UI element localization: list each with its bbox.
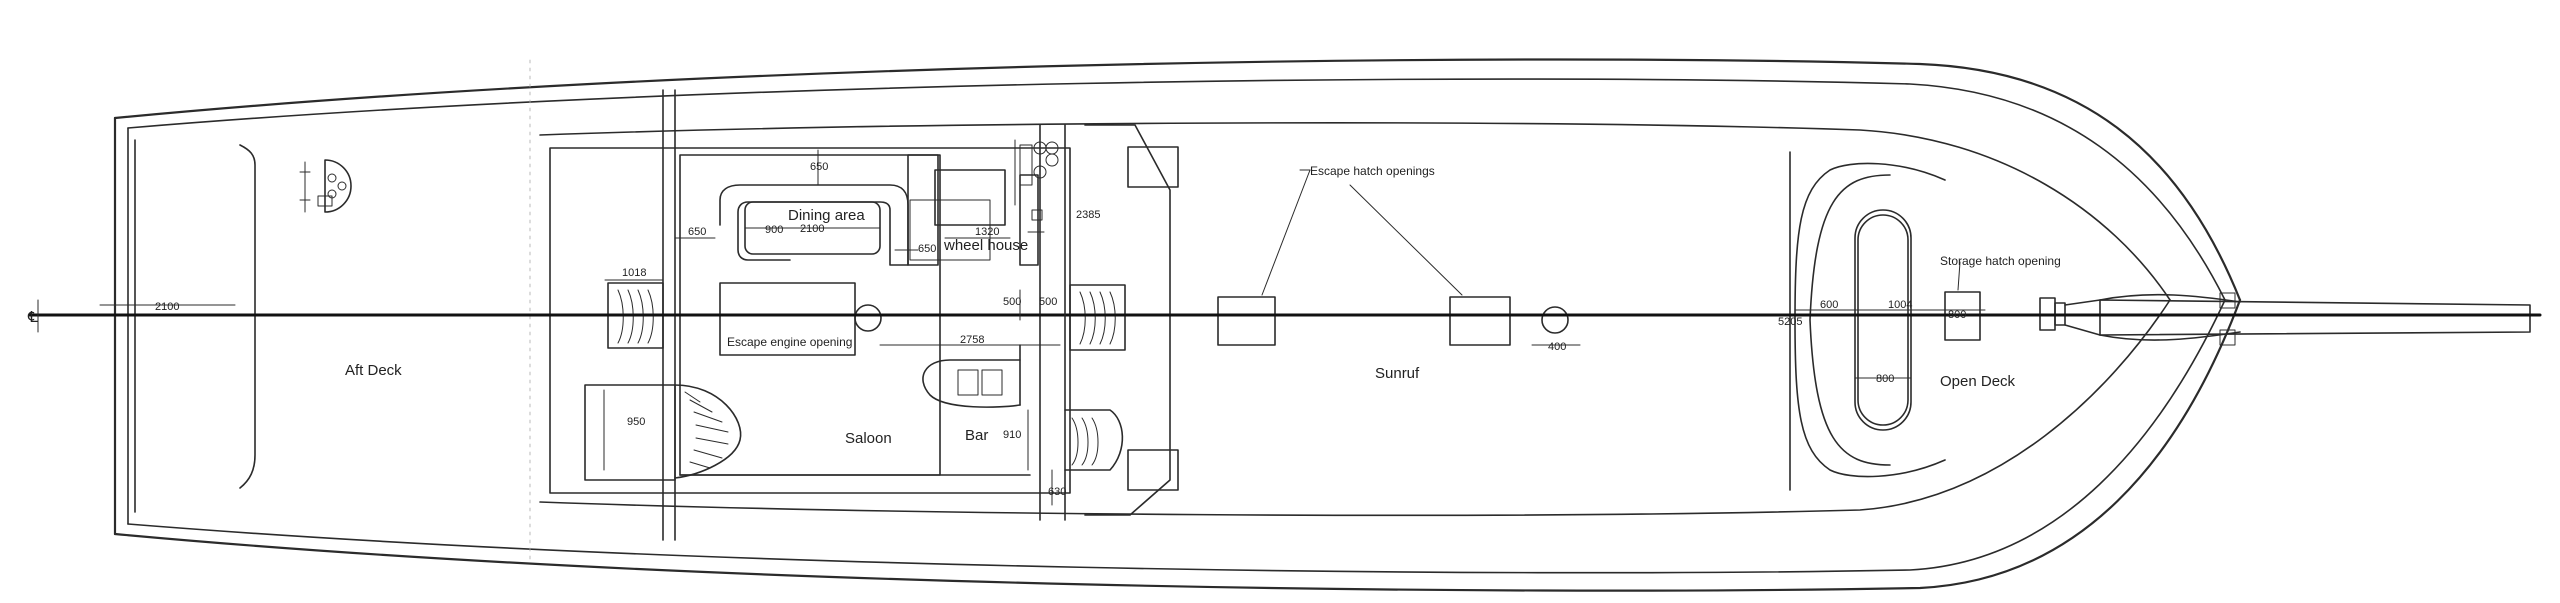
dim-400: 400 — [1548, 341, 1566, 353]
dim-500-a: 500 — [1003, 296, 1021, 308]
dim-900: 900 — [765, 224, 783, 236]
label-escape-hatch-openings: Escape hatch openings — [1310, 164, 1435, 178]
dim-1018: 1018 — [622, 267, 646, 279]
dimension-lines — [99, 149, 1986, 506]
dim-650-left: 650 — [688, 226, 706, 238]
dim-500-b: 500 — [1039, 296, 1057, 308]
label-escape-engine-opening: Escape engine opening — [727, 335, 852, 349]
escape-engine-opening — [719, 282, 882, 356]
dim-650-wheel: 650 — [918, 243, 936, 255]
label-dining-area: Dining area — [788, 207, 865, 224]
capstan-icon — [299, 159, 352, 213]
stairs-forward — [1064, 284, 1126, 471]
label-saloon: Saloon — [845, 430, 892, 447]
wheel-house — [909, 199, 991, 261]
label-bar: Bar — [965, 427, 988, 444]
dim-910: 910 — [1003, 429, 1021, 441]
dim-800-a: 800 — [1948, 309, 1966, 321]
aft-deck-outline — [239, 144, 256, 489]
dim-800-b: 800 — [1876, 373, 1894, 385]
dim-5205: 5205 — [1778, 316, 1802, 328]
dim-2100-dining: 2100 — [800, 223, 824, 235]
dim-650-top: 650 — [810, 161, 828, 173]
label-sunruf: Sunruf — [1375, 365, 1420, 382]
stairs-aft — [584, 282, 742, 481]
hull-outline — [113, 58, 2242, 592]
forward-deck — [1789, 151, 1981, 491]
dim-aft-width: 2100 — [155, 301, 179, 313]
label-centerline: ℄ — [27, 309, 38, 326]
deck-edge — [539, 122, 2171, 517]
escape-hatches — [1127, 146, 1569, 491]
bowsprit — [2039, 292, 2531, 346]
dining-area-table — [719, 139, 1059, 266]
dim-1320: 1320 — [975, 226, 999, 238]
dim-2758: 2758 — [960, 334, 984, 346]
bar-counter — [922, 344, 1021, 408]
dim-950: 950 — [627, 416, 645, 428]
dim-1004: 1004 — [1888, 299, 1912, 311]
dim-600: 600 — [1820, 299, 1838, 311]
label-wheel-house: wheel house — [943, 237, 1028, 254]
label-storage-hatch-opening: Storage hatch opening — [1940, 254, 2061, 268]
dim-2385: 2385 — [1076, 209, 1100, 221]
dim-630: 630 — [1048, 486, 1066, 498]
label-open-deck: Open Deck — [1940, 373, 2016, 390]
label-aft-deck: Aft Deck — [345, 362, 402, 379]
